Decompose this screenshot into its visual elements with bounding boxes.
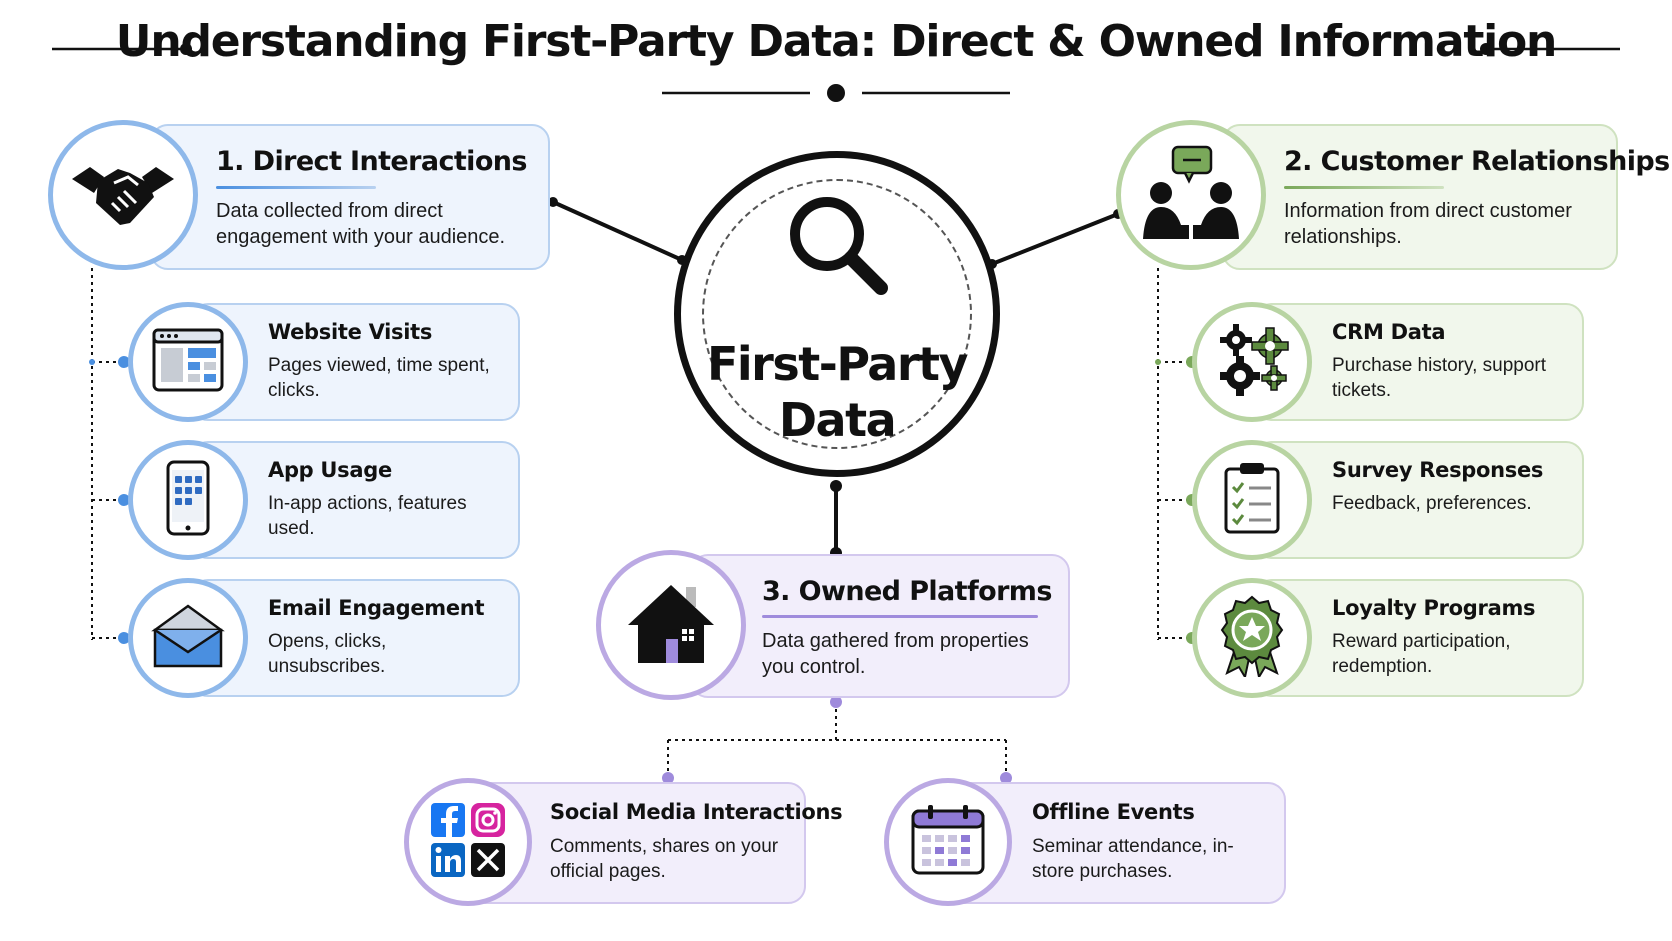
survey-responses-desc: Feedback, preferences. xyxy=(1332,493,1532,514)
award-badge-icon xyxy=(1217,595,1287,682)
social-media-title: Social Media Interactions xyxy=(550,800,843,824)
people-chat-icon xyxy=(1141,145,1241,246)
app-usage-desc: In-app actions, features used. xyxy=(268,493,467,539)
email-engagement-icon-circle xyxy=(128,578,248,698)
social-logos-icon xyxy=(429,801,507,884)
calendar-icon xyxy=(910,803,986,882)
customer-relationships-icon-circle xyxy=(1116,120,1266,270)
app-usage-title: App Usage xyxy=(268,458,392,482)
owned-platforms-icon-circle xyxy=(596,550,746,700)
direct-interactions-icon-circle xyxy=(48,120,198,270)
direct-interactions-card xyxy=(150,124,550,270)
center-dashed-ring xyxy=(702,179,972,449)
offline-events-title: Offline Events xyxy=(1032,800,1195,824)
social-media-icon-circle xyxy=(404,778,532,906)
owned-platforms-card xyxy=(690,554,1070,698)
crm-data-title: CRM Data xyxy=(1332,320,1446,344)
offline-events-desc: Seminar attendance, in-store purchases. xyxy=(1032,836,1234,882)
customer-relationships-card xyxy=(1222,124,1618,270)
survey-responses-title: Survey Responses xyxy=(1332,458,1544,482)
customer-relationships-desc: Information from direct customer relatio… xyxy=(1284,200,1572,248)
offline-events-icon-circle xyxy=(884,778,1012,906)
website-visits-desc: Pages viewed, time spent, clicks. xyxy=(268,355,490,401)
customer-relationships-title: 2. Customer Relationships xyxy=(1284,146,1670,177)
browser-window-icon xyxy=(152,328,224,397)
loyalty-programs-title: Loyalty Programs xyxy=(1332,596,1536,620)
direct-interactions-desc: Data collected from direct engagement wi… xyxy=(216,200,506,248)
envelope-icon xyxy=(151,602,225,675)
email-engagement-title: Email Engagement xyxy=(268,596,485,620)
center-hub: First-Party Data xyxy=(674,151,1000,477)
crm-data-desc: Purchase history, support tickets. xyxy=(1332,355,1547,401)
house-icon xyxy=(626,581,716,670)
owned-platforms-desc: Data gathered from properties you contro… xyxy=(762,630,1029,678)
email-engagement-desc: Opens, clicks, unsubscribes. xyxy=(268,631,387,677)
website-visits-icon-circle xyxy=(128,302,248,422)
handshake-icon xyxy=(68,153,178,238)
loyalty-programs-desc: Reward participation, redemption. xyxy=(1332,631,1511,677)
relationships-title-underline xyxy=(1284,186,1444,189)
survey-responses-icon-circle xyxy=(1192,440,1312,560)
clipboard-checklist-icon xyxy=(1223,461,1281,540)
direct-interactions-title: 1. Direct Interactions xyxy=(216,146,527,177)
owned-platforms-title: 3. Owned Platforms xyxy=(762,576,1052,607)
center-label: First-Party Data xyxy=(706,337,969,447)
social-media-desc: Comments, shares on your official pages. xyxy=(550,836,779,882)
gears-icon xyxy=(1214,322,1290,403)
page-title: Understanding First-Party Data: Direct &… xyxy=(115,16,1558,67)
crm-data-icon-circle xyxy=(1192,302,1312,422)
website-visits-title: Website Visits xyxy=(268,320,433,344)
smartphone-icon xyxy=(166,460,210,541)
loyalty-programs-icon-circle xyxy=(1192,578,1312,698)
magnifying-glass-icon xyxy=(781,188,897,309)
app-usage-icon-circle xyxy=(128,440,248,560)
direct-title-underline xyxy=(216,186,376,189)
owned-title-underline xyxy=(762,615,1038,618)
